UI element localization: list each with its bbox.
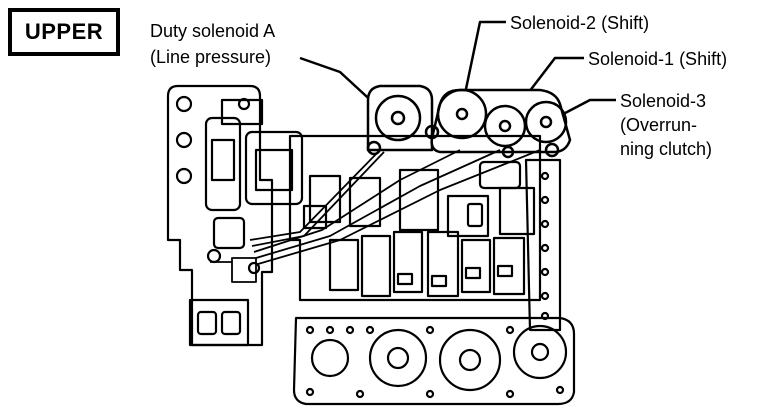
upper-badge: UPPER <box>8 8 120 56</box>
shift-solenoids <box>424 88 572 159</box>
solenoid-3-label: Solenoid-3 <box>620 91 707 111</box>
duty-solenoid-a-sublabel: (Line pressure) <box>150 47 272 67</box>
solenoid-3-sublabel-1: (Overrun- <box>620 115 698 135</box>
duty-solenoid-a-label: Duty solenoid A <box>150 21 276 41</box>
duty-solenoid-a <box>366 84 434 156</box>
spool-valves <box>204 98 304 250</box>
solenoid-1-label: Solenoid-1 (Shift) <box>588 49 728 69</box>
right-plate <box>524 158 562 332</box>
solenoid-3-sublabel-2: ning clutch) <box>620 139 713 159</box>
main-valve-body <box>288 134 542 302</box>
lower-plate <box>292 316 576 406</box>
solenoid-2-label: Solenoid-2 (Shift) <box>510 13 650 33</box>
